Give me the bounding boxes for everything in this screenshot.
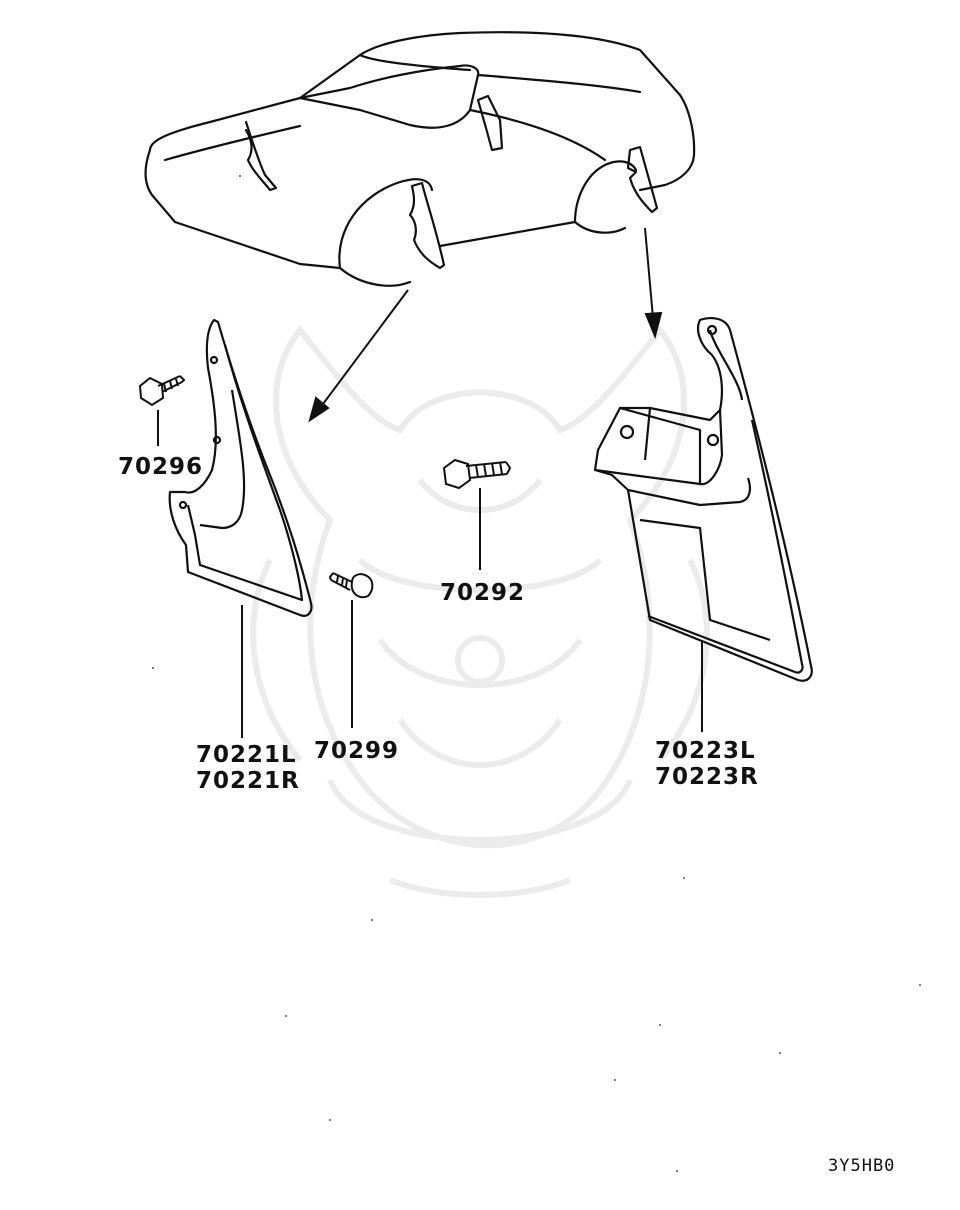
front-mud-flap-part	[168, 318, 313, 617]
label-70221L: 70221L	[196, 742, 297, 768]
callout-arrows	[308, 227, 663, 423]
label-70296: 70296	[118, 454, 204, 480]
label-70292: 70292	[440, 580, 526, 606]
rear-mud-flap-part	[593, 317, 813, 682]
bolt-70296-part	[138, 375, 186, 446]
label-70223R: 70223R	[655, 764, 759, 790]
label-70299: 70299	[314, 738, 400, 764]
label-70221R: 70221R	[196, 768, 300, 794]
car-body-illustration	[144, 31, 696, 287]
scan-specks	[152, 175, 921, 1172]
watermark-logo	[250, 325, 710, 898]
screw-70299-part	[328, 572, 374, 728]
diagram-reference-code: 3Y5HB0	[828, 1156, 896, 1176]
arrow-head-front	[308, 396, 330, 423]
bolt-70292-part	[442, 458, 512, 570]
arrow-head-rear	[644, 311, 663, 340]
leader-lines	[241, 605, 703, 738]
label-70223L: 70223L	[655, 738, 756, 764]
